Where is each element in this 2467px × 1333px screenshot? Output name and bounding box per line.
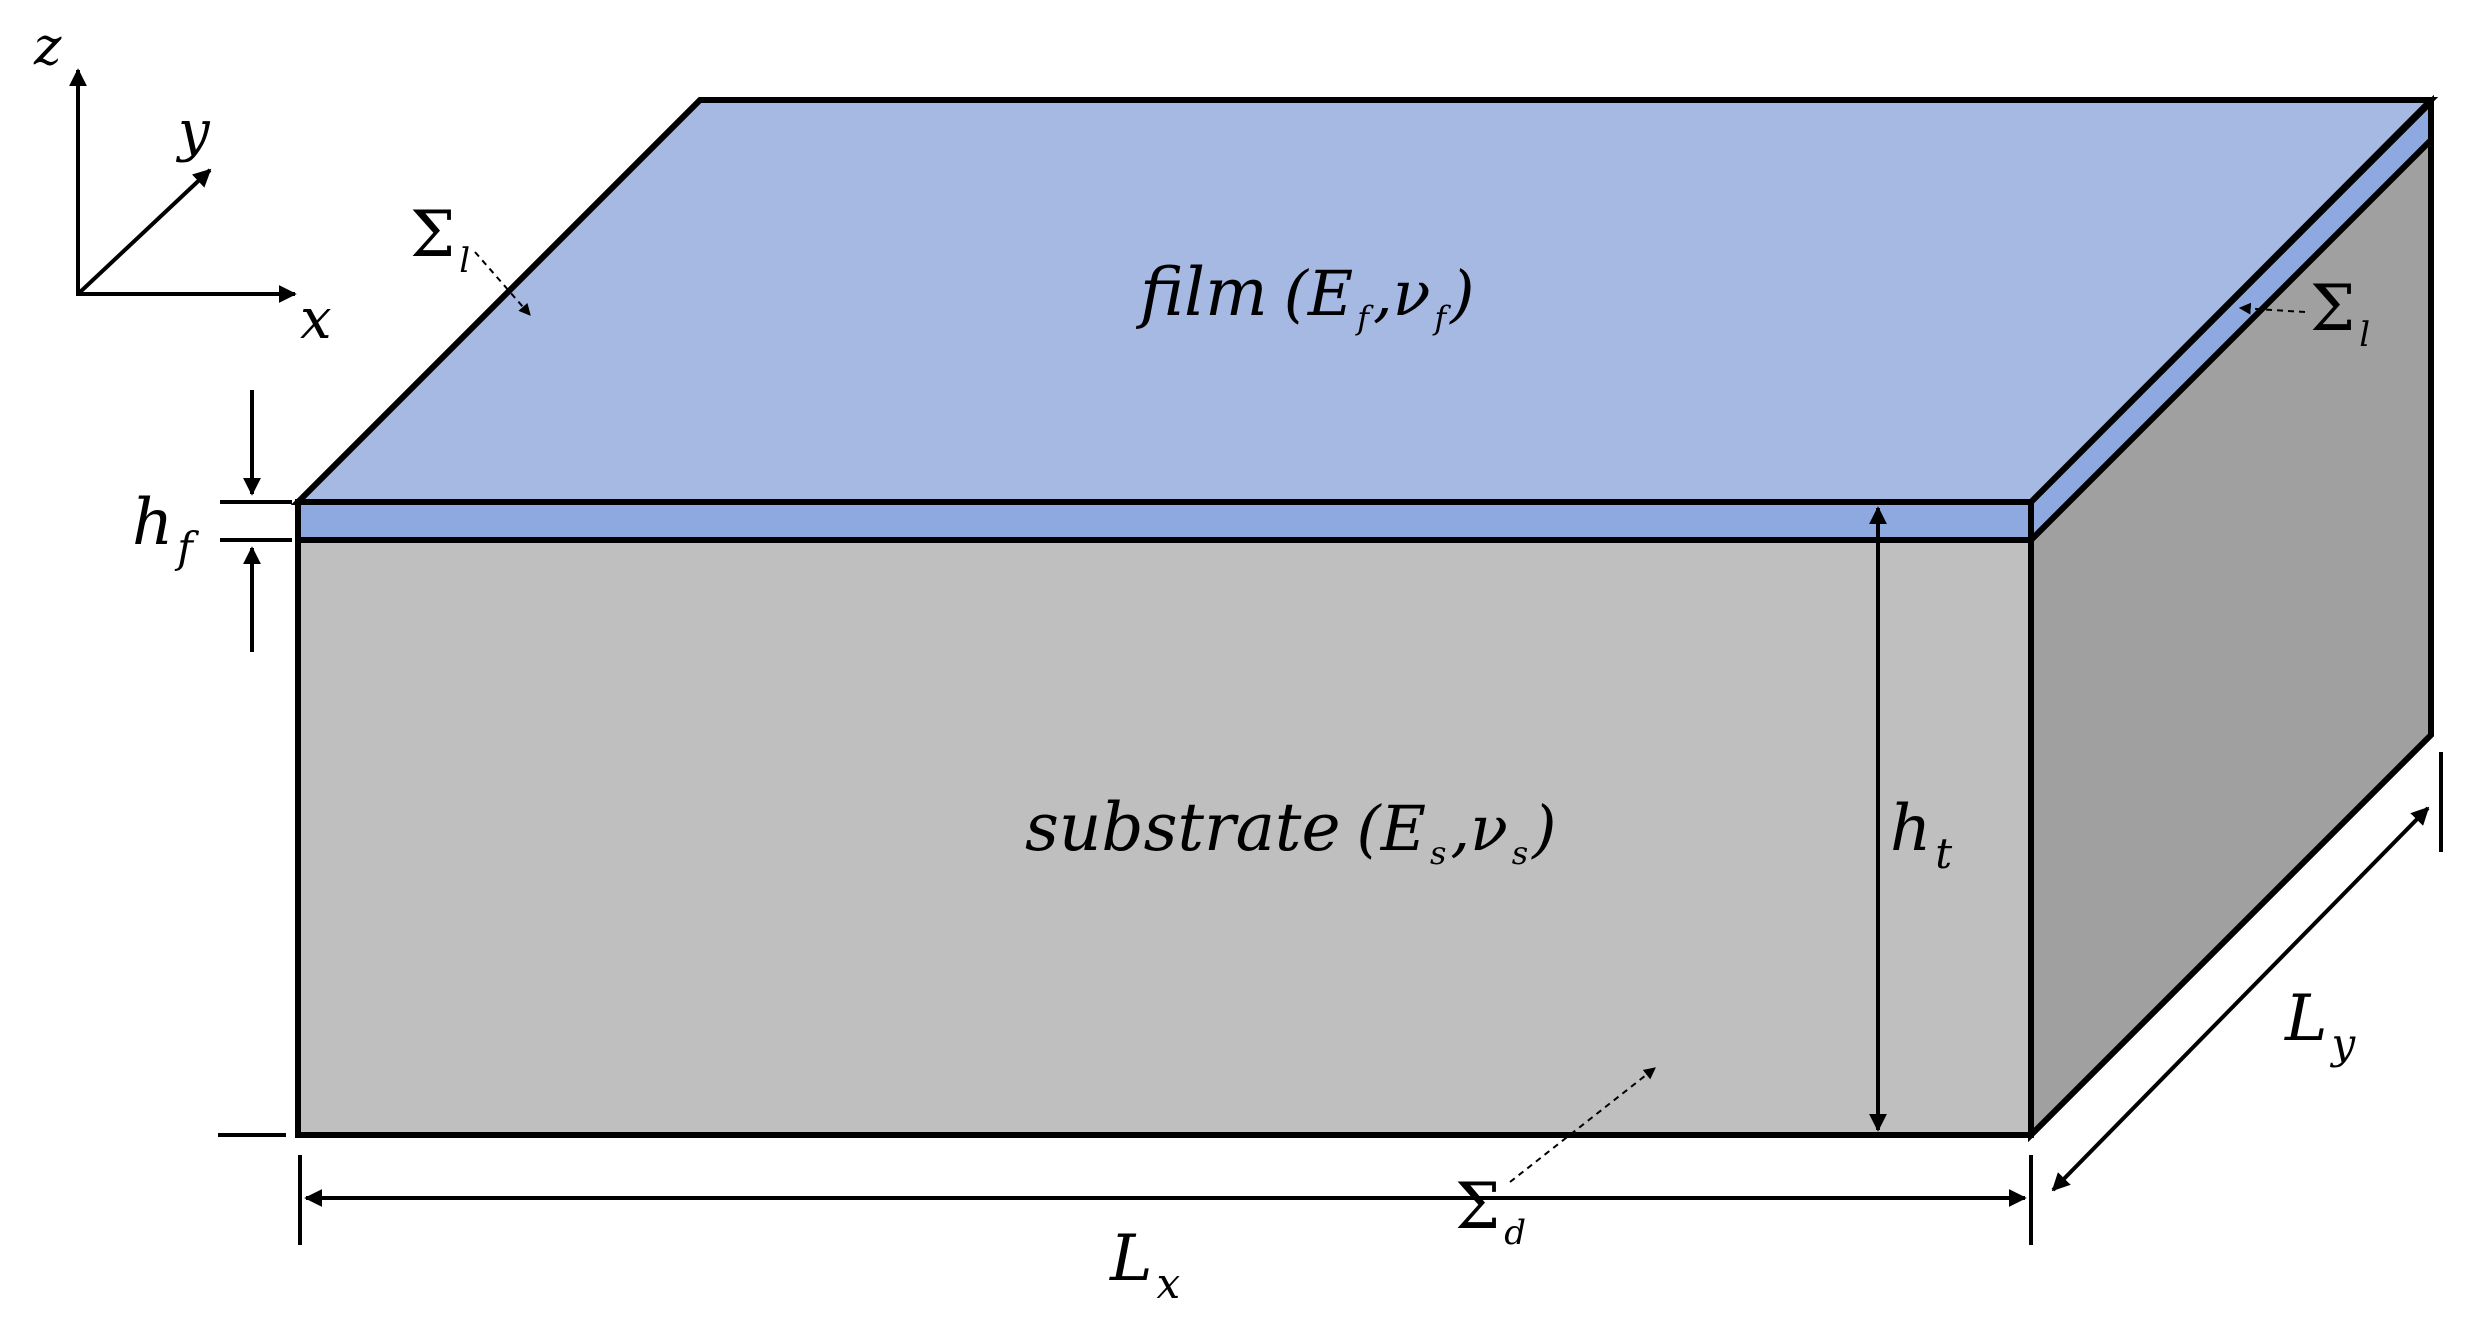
ht-label: h t — [1890, 792, 1952, 878]
dimension-ly: L y — [2051, 752, 2443, 1192]
y-axis-arrow — [76, 168, 212, 296]
dimension-ht: h t — [1869, 506, 1952, 1132]
ly-label: L y — [2284, 982, 2357, 1068]
film-front-face — [295, 499, 2034, 543]
sigma-d-pointer — [1509, 1067, 1656, 1183]
boundary-sigma-l-right: Σ l — [2238, 272, 2370, 355]
film-top-face — [290, 97, 2439, 505]
dimension-hf: h f — [132, 390, 292, 652]
boundary-sigma-l-left: Σ l — [410, 198, 531, 316]
sigma-l-left-pointer — [474, 251, 531, 316]
y-axis-label: y — [175, 99, 211, 164]
dimension-lx: L x — [218, 1133, 2033, 1308]
lx-label: L x — [1109, 1222, 1181, 1308]
ly-arrow — [2051, 806, 2430, 1192]
sigma-l-right-label: Σ l — [2310, 272, 2370, 355]
substrate-label: substrate (E s ,ν s ) — [1025, 789, 1556, 872]
z-axis-label: z — [33, 17, 62, 77]
sigma-d-label: Σ d — [1455, 1170, 1526, 1253]
x-axis-label: x — [300, 287, 332, 352]
hf-label: h f — [132, 486, 199, 572]
sigma-l-left-label: Σ l — [410, 198, 470, 281]
film-label: film (E f ,ν f ) — [1135, 254, 1474, 337]
block — [290, 94, 2439, 1143]
boundary-sigma-d: Σ d — [1455, 1067, 1656, 1253]
coordinate-axes: z y x — [33, 17, 332, 352]
